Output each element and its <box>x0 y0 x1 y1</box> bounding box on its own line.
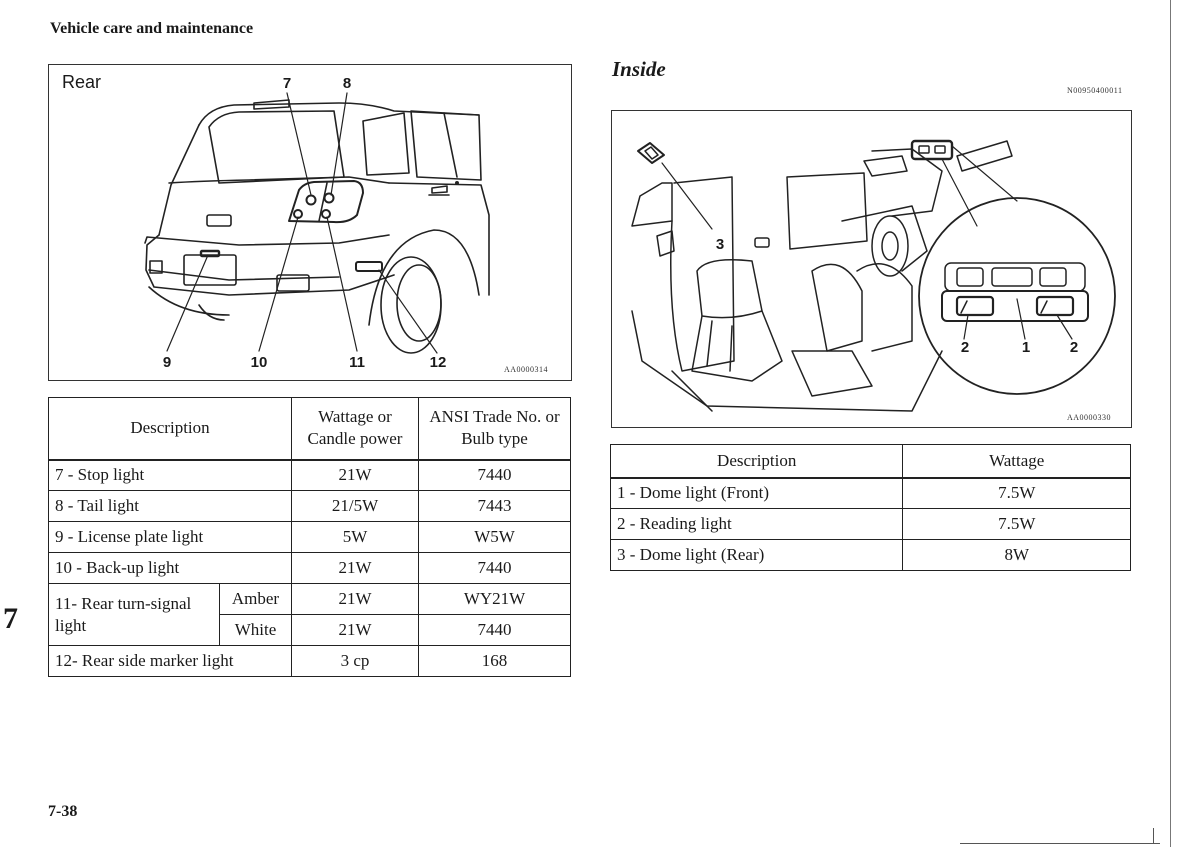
row-wattage: 21W <box>291 459 419 491</box>
table-row: White 21W 7440 <box>49 614 571 646</box>
page-edge-rule <box>1170 0 1171 847</box>
table-row: 9 - License plate light 5W W5W <box>48 521 571 553</box>
callout-2-left: 2 <box>960 339 970 356</box>
callout-8: 8 <box>342 75 352 92</box>
row-description: 1 - Dome light (Front) <box>609 477 904 509</box>
callout-7: 7 <box>282 75 292 92</box>
footer-rule <box>960 843 1160 844</box>
table-row: 7 - Stop light 21W 7440 <box>48 459 571 491</box>
table-row: 10 - Back-up light 21W 7440 <box>48 552 571 584</box>
inside-figure-code: AA0000330 <box>1067 413 1112 422</box>
rear-figure-label: Rear <box>62 72 102 92</box>
table-row: 3 - Dome light (Rear) 8W <box>609 539 1131 571</box>
callout-12: 12 <box>429 354 447 371</box>
interior-illustration <box>631 139 1116 412</box>
callout-2-right: 2 <box>1069 339 1079 356</box>
rear-figure-code: AA0000314 <box>504 365 549 374</box>
inside-section-title: Inside <box>612 57 666 81</box>
row-description: 8 - Tail light <box>48 490 292 522</box>
row-description: 2 - Reading light <box>609 508 904 540</box>
row-wattage: 21W <box>291 614 419 646</box>
row-description: 10 - Back-up light <box>48 552 292 584</box>
callout-11: 11 <box>349 354 365 371</box>
row-description: 7 - Stop light <box>48 459 292 491</box>
row-variant-amber: Amber <box>219 583 292 615</box>
rear-col-ansi: ANSI Trade No. or Bulb type <box>418 397 571 460</box>
table-row: 2 - Reading light 7.5W <box>609 508 1131 540</box>
row-ansi: 7443 <box>418 490 571 522</box>
interior-bulb-table: Description Wattage 1 - Dome light (Fron… <box>609 444 1131 571</box>
row-wattage: 21/5W <box>291 490 419 522</box>
rear-lights-figure: Rear 7 8 9 10 11 12 AA0000314 <box>48 64 572 381</box>
footer-rule-tick <box>1153 828 1154 844</box>
row-ansi: W5W <box>418 521 571 553</box>
row-ansi: 7440 <box>418 614 571 646</box>
table-row: 11- Rear turn-signal light Amber 21W WY2… <box>48 583 571 646</box>
callout-3: 3 <box>715 236 725 253</box>
row-description: 12- Rear side marker light <box>48 645 292 677</box>
row-variant-white: White <box>219 614 292 646</box>
page-header: Vehicle care and maintenance <box>50 20 254 37</box>
interior-lights-figure: 3 2 1 2 AA0000330 <box>611 110 1132 428</box>
callout-10: 10 <box>250 354 268 371</box>
row-wattage: 7.5W <box>902 477 1131 509</box>
row-wattage: 8W <box>902 539 1131 571</box>
row-ansi: WY21W <box>418 583 571 615</box>
inside-section-code: N00950400011 <box>1067 86 1123 95</box>
callout-9: 9 <box>162 354 172 371</box>
callout-1: 1 <box>1021 339 1031 356</box>
row-wattage: 7.5W <box>902 508 1131 540</box>
rear-bulb-table: Description Wattage or Candle power ANSI… <box>48 397 571 677</box>
chapter-tab: 7 <box>3 602 18 635</box>
row-wattage: 3 cp <box>291 645 419 677</box>
table-row: 12- Rear side marker light 3 cp 168 <box>48 645 571 677</box>
row-ansi: 168 <box>418 645 571 677</box>
rear-col-description: Description <box>48 397 292 460</box>
inside-col-description: Description <box>609 444 904 478</box>
row-description: 11- Rear turn-signal light <box>48 583 220 646</box>
row-description: 9 - License plate light <box>48 521 292 553</box>
row-wattage: 21W <box>291 583 419 615</box>
rear-vehicle-illustration <box>144 92 490 354</box>
row-wattage: 21W <box>291 552 419 584</box>
inside-col-wattage: Wattage <box>902 444 1131 478</box>
row-wattage: 5W <box>291 521 419 553</box>
page-number: 7-38 <box>48 803 78 820</box>
row-ansi: 7440 <box>418 552 571 584</box>
rear-col-wattage: Wattage or Candle power <box>291 397 419 460</box>
table-row: 8 - Tail light 21/5W 7443 <box>48 490 571 522</box>
row-description: 3 - Dome light (Rear) <box>609 539 904 571</box>
table-row: 1 - Dome light (Front) 7.5W <box>609 477 1131 509</box>
row-ansi: 7440 <box>418 459 571 491</box>
